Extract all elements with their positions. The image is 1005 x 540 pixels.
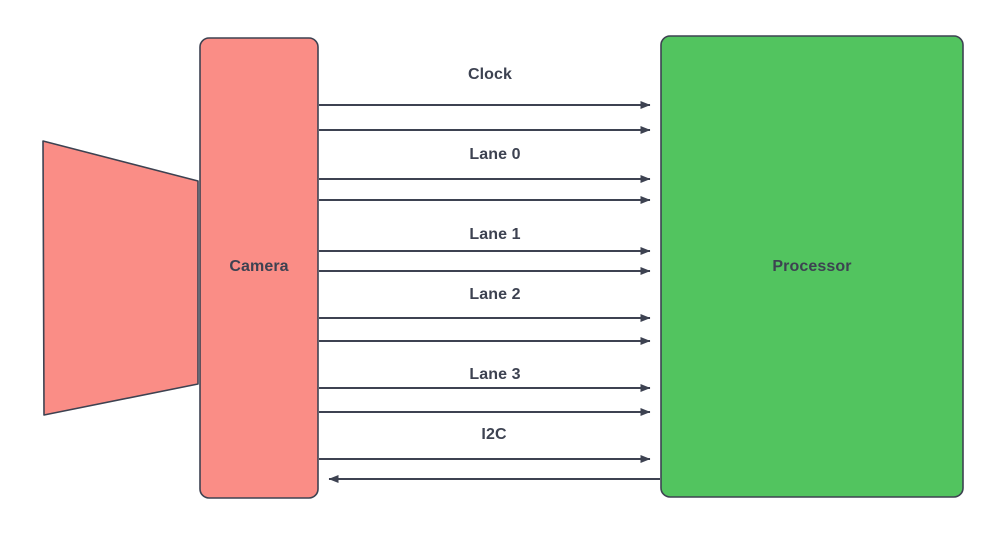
signal-label-i2c: I2C: [477, 426, 511, 444]
signal-label-clock: Clock: [463, 66, 517, 84]
processor-block[interactable]: [660, 35, 964, 498]
camera-lens: [42, 140, 199, 416]
processor-label: Processor: [772, 258, 852, 275]
signal-label-lane-3: Lane 3: [465, 366, 525, 384]
signal-label-lane-1: Lane 1: [465, 226, 525, 244]
signal-label-lane-2: Lane 2: [465, 286, 525, 304]
camera-label: Camera: [229, 258, 289, 275]
signal-label-lane-0: Lane 0: [465, 146, 525, 164]
camera-body[interactable]: [199, 37, 319, 499]
signal-lines: [319, 101, 660, 483]
